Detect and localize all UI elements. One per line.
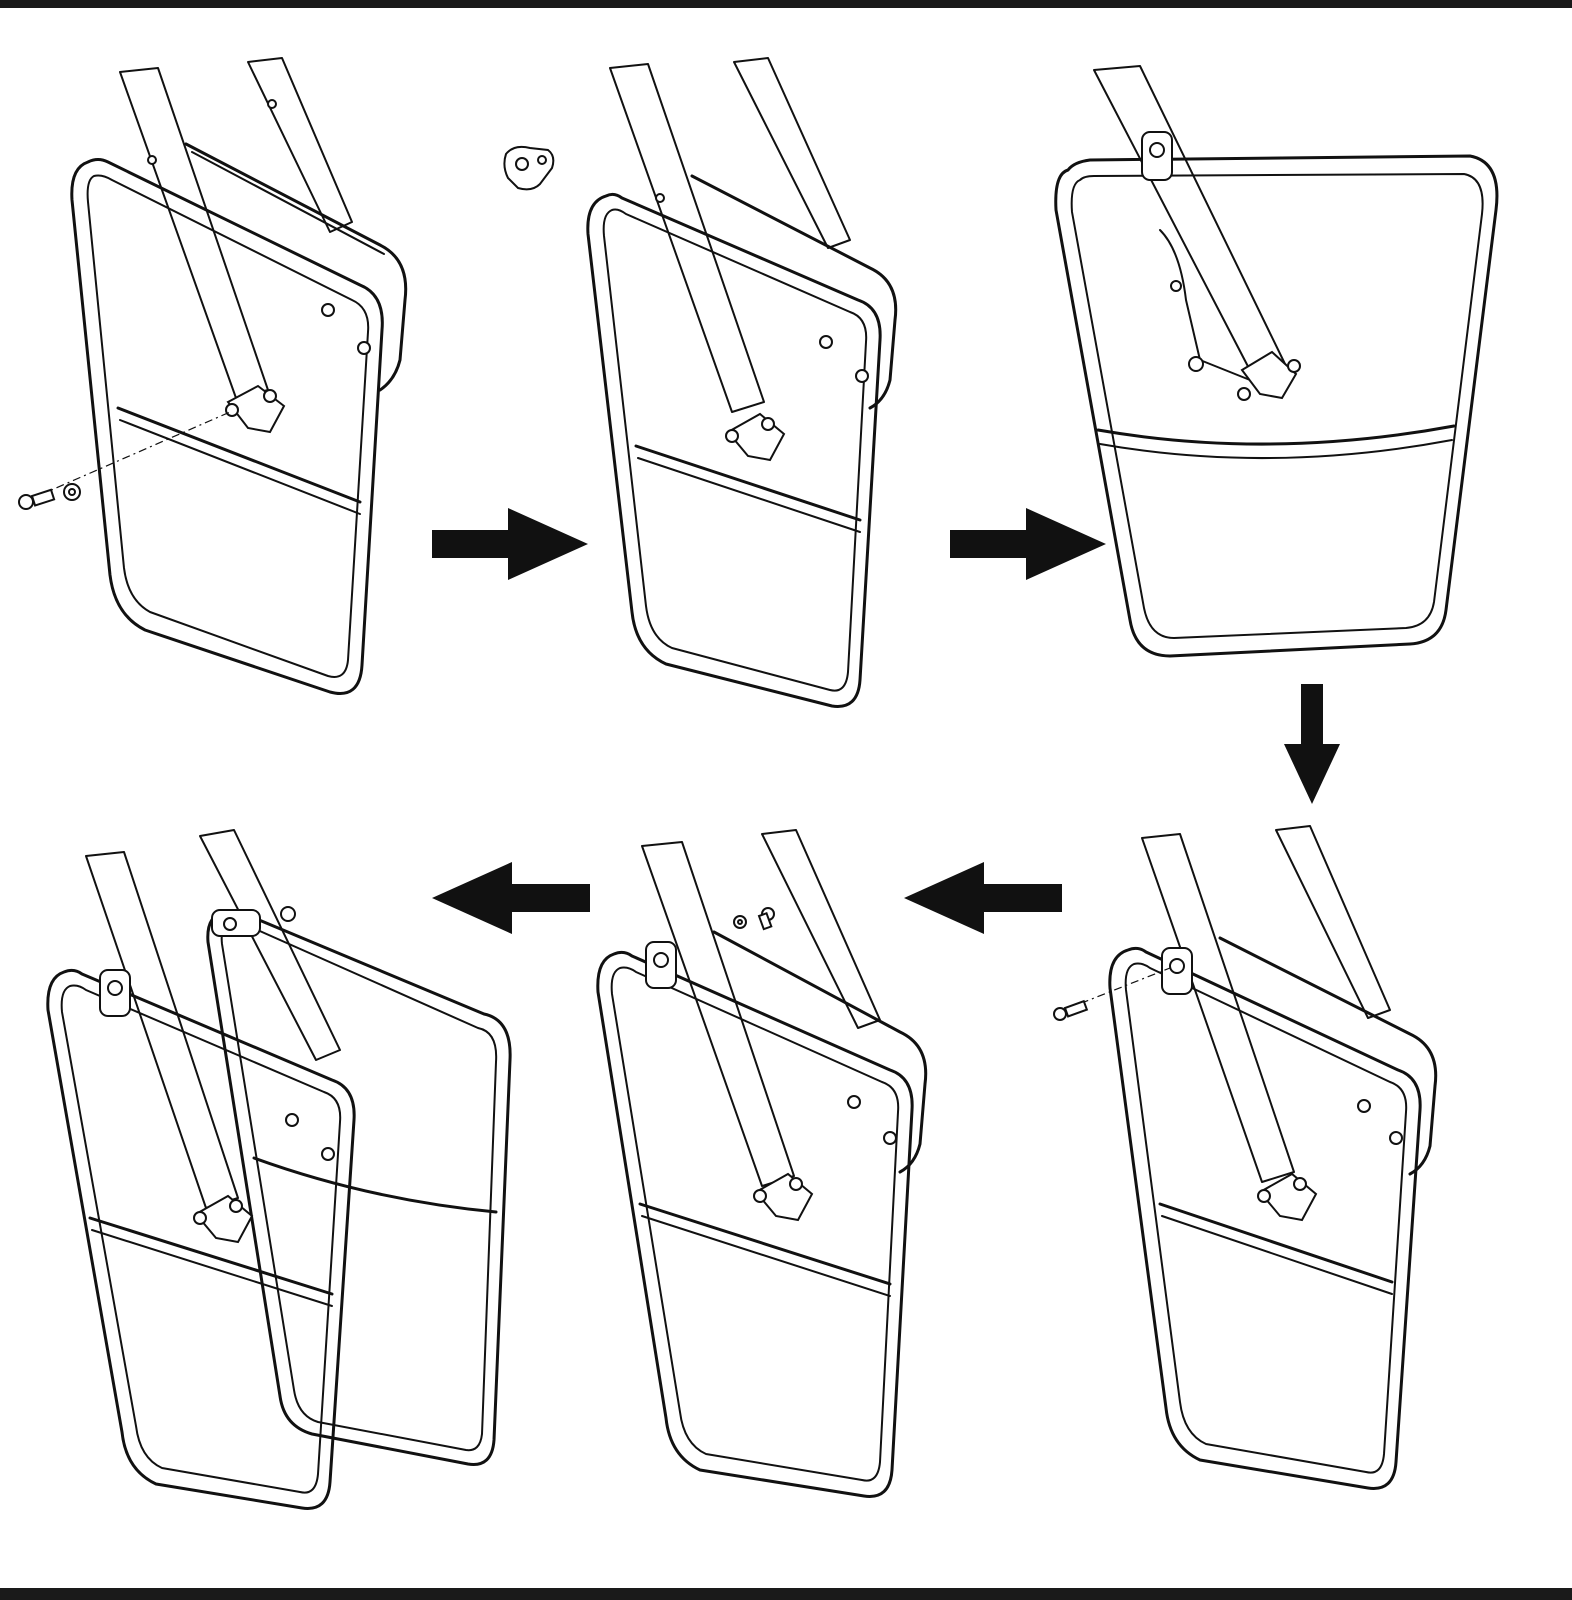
step-3-illustration <box>1054 65 1499 658</box>
dropout-clip <box>1240 350 1298 400</box>
fork-leg-front <box>641 841 795 1187</box>
frame-outer <box>70 158 384 695</box>
top-border <box>0 0 1572 8</box>
arrow-step5-to-step6 <box>432 862 590 934</box>
step-1-panel <box>0 40 440 720</box>
arrow-step1-to-step2 <box>432 508 588 580</box>
frame-outer <box>46 968 356 1510</box>
fork-leg-front <box>119 67 269 399</box>
frame-outer <box>1054 154 1499 658</box>
frame-outer <box>1108 946 1422 1490</box>
frame-crossbar <box>638 1202 892 1286</box>
step-1-illustration <box>39 57 408 695</box>
mounting-clip-part <box>496 140 566 200</box>
arrow-step2-to-step3 <box>950 508 1106 580</box>
rear-frame-inner <box>220 923 498 1452</box>
rear-frame-top <box>690 174 898 410</box>
fork-leg-rear <box>199 829 341 1061</box>
mounting-clip-icon <box>503 145 555 191</box>
frame-crossbar <box>88 1216 334 1296</box>
fork-leg-front <box>1141 833 1295 1183</box>
frame-crossbar <box>1096 424 1456 446</box>
step-4-illustration <box>1063 825 1438 1490</box>
fork-leg <box>1093 65 1287 379</box>
step-3-panel <box>1050 60 1530 680</box>
washer-icon <box>733 915 747 929</box>
bottom-border <box>0 1588 1572 1600</box>
frame-inner <box>610 966 900 1482</box>
fork-leg-front <box>85 851 239 1209</box>
step-5-panel <box>590 820 970 1500</box>
bolt-icon <box>757 907 775 931</box>
fork-leg-rear <box>247 57 353 233</box>
fork-leg-rear <box>1275 825 1391 1019</box>
step-6-panel <box>40 820 530 1510</box>
frame-crossbar <box>116 406 362 504</box>
frame-outer <box>586 192 882 708</box>
bolt-icon <box>1053 999 1089 1021</box>
frame-crossbar <box>634 444 862 522</box>
frame-inner <box>1070 173 1484 639</box>
step-5-illustration <box>596 829 928 1498</box>
rear-frame-top <box>1218 936 1438 1176</box>
step-2-illustration <box>586 57 898 708</box>
fork-leg-front <box>609 63 765 413</box>
fork-leg-rear <box>733 57 851 249</box>
arrow-step3-to-step4 <box>1284 684 1340 804</box>
frame-inner <box>60 984 342 1494</box>
step-2-panel <box>570 50 930 710</box>
bolt-icon <box>18 488 56 510</box>
frame-inner <box>602 208 868 692</box>
step-4-panel <box>1050 820 1470 1500</box>
washer-icon <box>63 483 81 501</box>
arrow-step4-to-step5 <box>904 862 1062 934</box>
rear-frame-top <box>184 142 408 392</box>
alignment-line <box>39 411 231 496</box>
rear-frame-crossbar <box>252 1156 498 1214</box>
frame-inner <box>1124 962 1408 1474</box>
frame-outer <box>596 950 914 1498</box>
frame-crossbar <box>1158 1202 1394 1284</box>
frame-inner <box>86 174 370 678</box>
rear-frame-outer <box>206 910 512 1466</box>
step-6-illustration <box>46 829 512 1510</box>
